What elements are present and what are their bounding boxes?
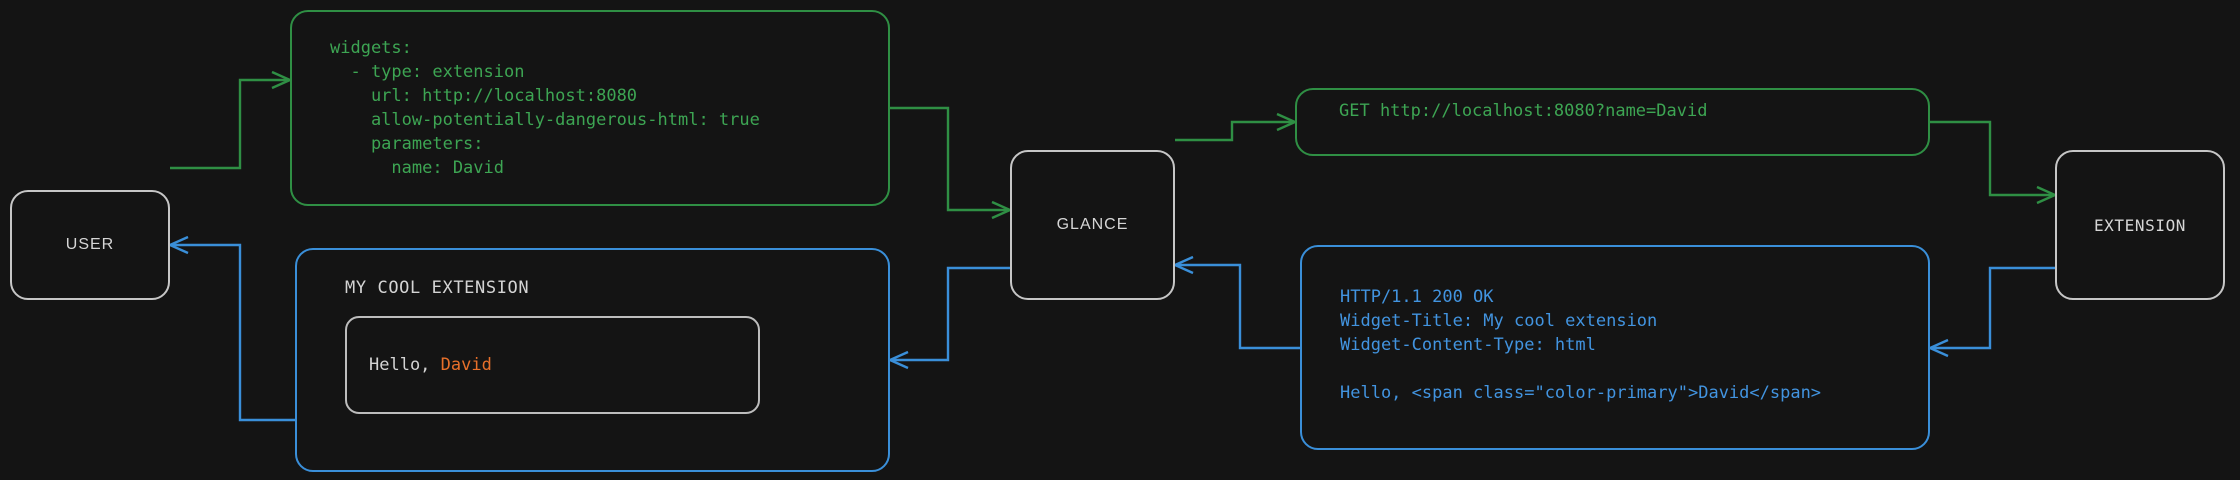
node-user[interactable]: USER [10, 190, 170, 300]
arrow-response-to-glance [1172, 255, 1300, 350]
arrow-glance-to-request [1175, 112, 1298, 142]
widget-greeting-prefix: Hello, [369, 355, 441, 375]
node-user-label: USER [65, 236, 115, 253]
http-response-box: HTTP/1.1 200 OK Widget-Title: My cool ex… [1300, 245, 1930, 450]
widget-greeting: Hello, David [369, 355, 492, 375]
widget-title: MY COOL EXTENSION [345, 278, 530, 298]
node-glance[interactable]: GLANCE [1010, 150, 1175, 300]
http-request-text: GET http://localhost:8080?name=David [1339, 101, 1708, 121]
arrow-extension-to-response [1927, 266, 2055, 358]
rendered-widget-box: MY COOL EXTENSION Hello, David [295, 248, 890, 472]
node-glance-label: GLANCE [1056, 216, 1129, 233]
node-extension-label: EXTENSION [2093, 215, 2187, 235]
arrow-widget-to-user [167, 235, 295, 422]
arrow-glance-to-widget [887, 266, 1010, 370]
arrow-config-to-glance [890, 106, 1013, 220]
http-response-text: HTTP/1.1 200 OK Widget-Title: My cool ex… [1340, 287, 1822, 403]
widget-greeting-name: David [440, 355, 492, 375]
http-request-box: GET http://localhost:8080?name=David [1295, 88, 1930, 156]
yaml-config-text: widgets: - type: extension url: http://l… [330, 38, 760, 178]
arrow-user-to-config [170, 70, 293, 170]
widget-content-card: Hello, David [345, 316, 760, 414]
arrow-request-to-extension [1930, 120, 2058, 205]
node-extension[interactable]: EXTENSION [2055, 150, 2225, 300]
yaml-config-box: widgets: - type: extension url: http://l… [290, 10, 890, 206]
